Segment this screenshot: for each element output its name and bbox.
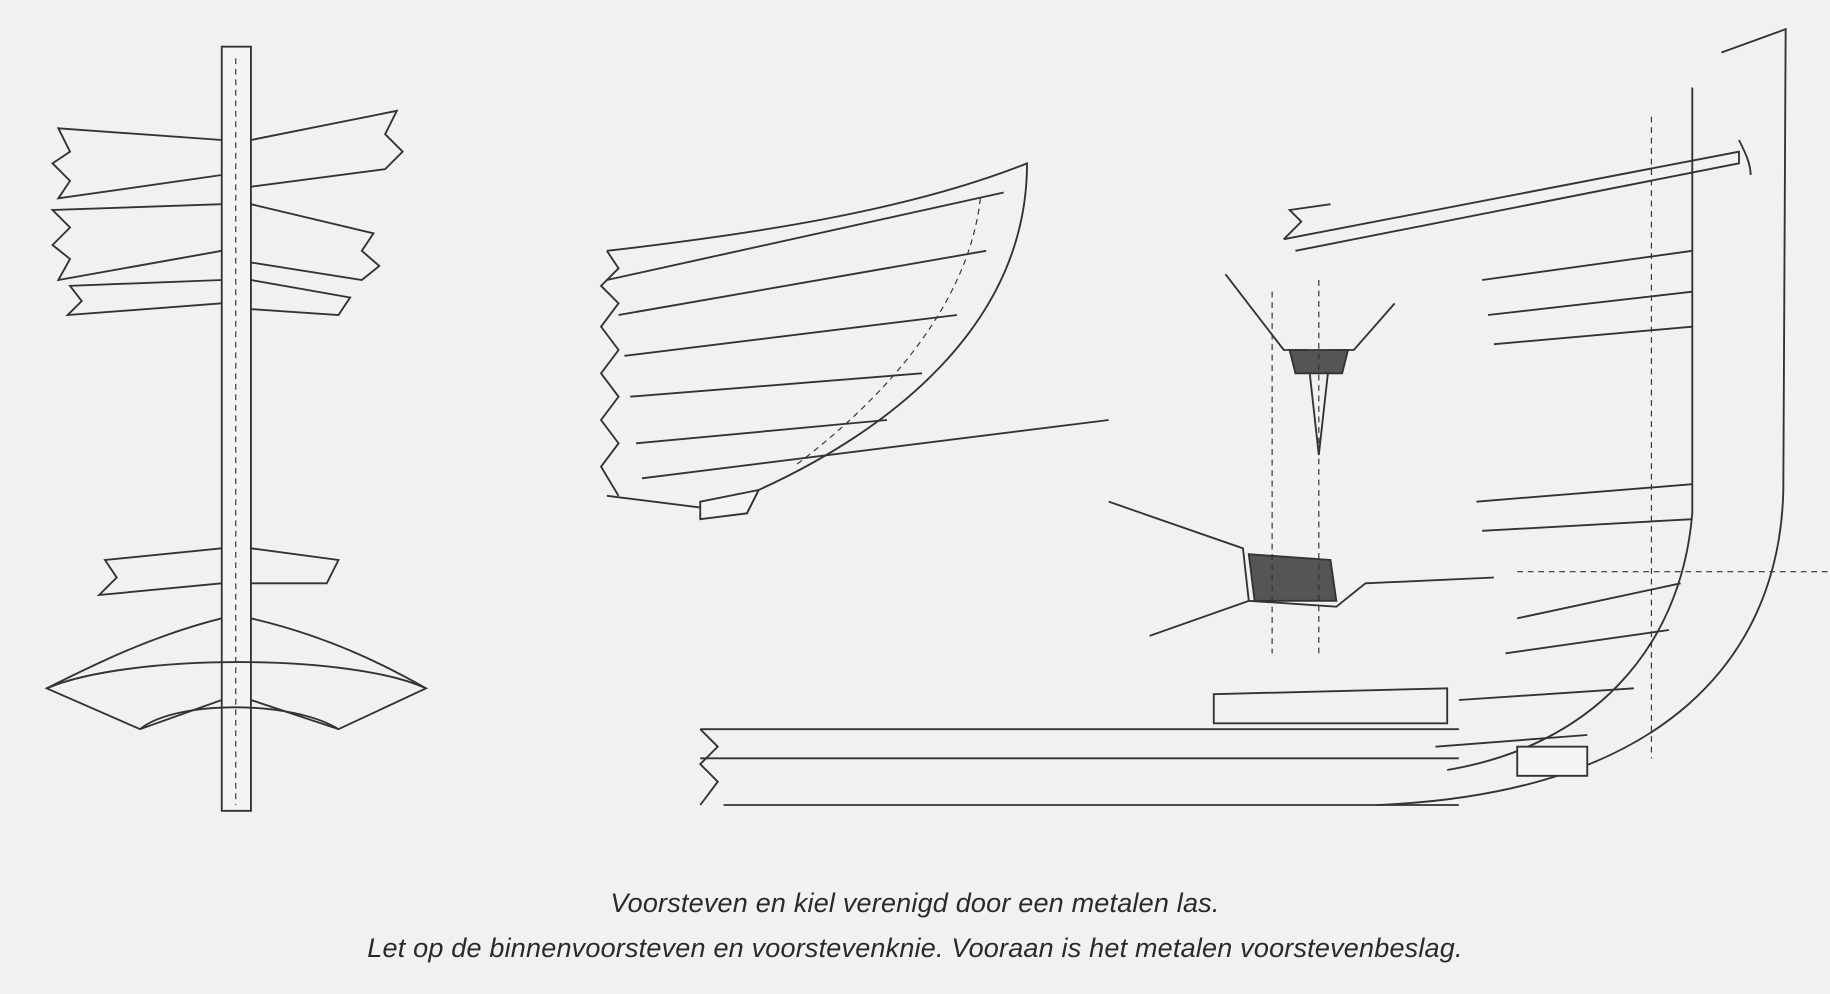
stem-front-view-drawing	[44, 45, 429, 812]
stem-knee-side-view-drawing	[1212, 27, 1830, 806]
stem-and-keel-joint-drawing	[599, 161, 1459, 806]
caption-line-2: Let op de binnenvoorsteven en voorsteven…	[367, 933, 1463, 963]
caption-line-1: Voorsteven en kiel verenigd door een met…	[610, 888, 1220, 918]
cross-section-drawing	[1108, 273, 1494, 654]
